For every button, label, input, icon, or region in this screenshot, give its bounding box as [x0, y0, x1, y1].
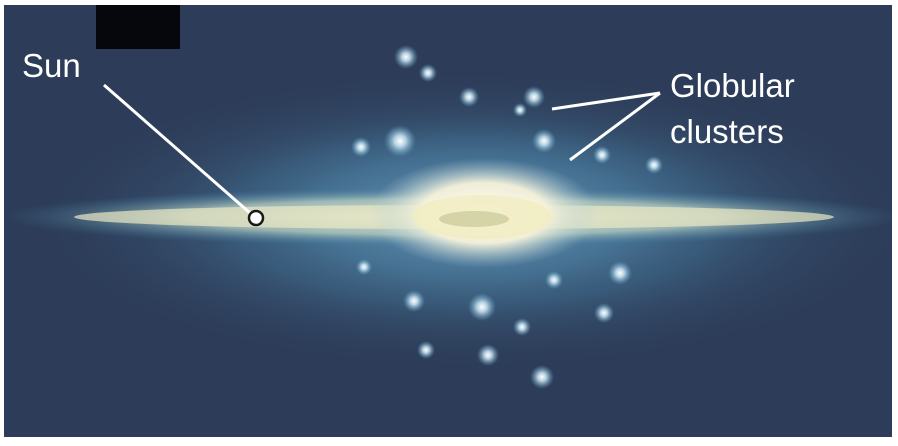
sun-marker: [249, 211, 263, 225]
globular-clusters-label-line2: clusters: [670, 113, 784, 151]
sun-label: Sun: [22, 47, 81, 85]
globular-cluster: [468, 293, 496, 321]
globular-cluster: [356, 259, 372, 275]
bulge-core-shadow: [439, 211, 509, 227]
globular-cluster: [530, 365, 554, 389]
globular-clusters-label-line1: Globular: [670, 67, 795, 105]
milky-way-side-view: Sun Globular clusters: [4, 5, 892, 437]
globular-cluster: [384, 125, 416, 157]
globular-cluster: [532, 129, 556, 153]
globular-cluster: [608, 261, 632, 285]
globular-cluster: [417, 341, 435, 359]
globular-cluster: [523, 86, 545, 108]
globular-cluster: [394, 45, 418, 69]
globular-cluster: [403, 290, 425, 312]
globular-cluster: [419, 64, 437, 82]
globular-cluster: [477, 344, 499, 366]
globular-cluster: [513, 318, 531, 336]
globular-cluster: [594, 303, 614, 323]
globular-cluster: [645, 156, 663, 174]
globular-cluster: [351, 137, 371, 157]
globular-cluster: [593, 146, 611, 164]
globular-cluster: [545, 271, 563, 289]
globular-cluster: [459, 87, 479, 107]
black-block: [96, 5, 180, 49]
globular-cluster: [513, 103, 527, 117]
